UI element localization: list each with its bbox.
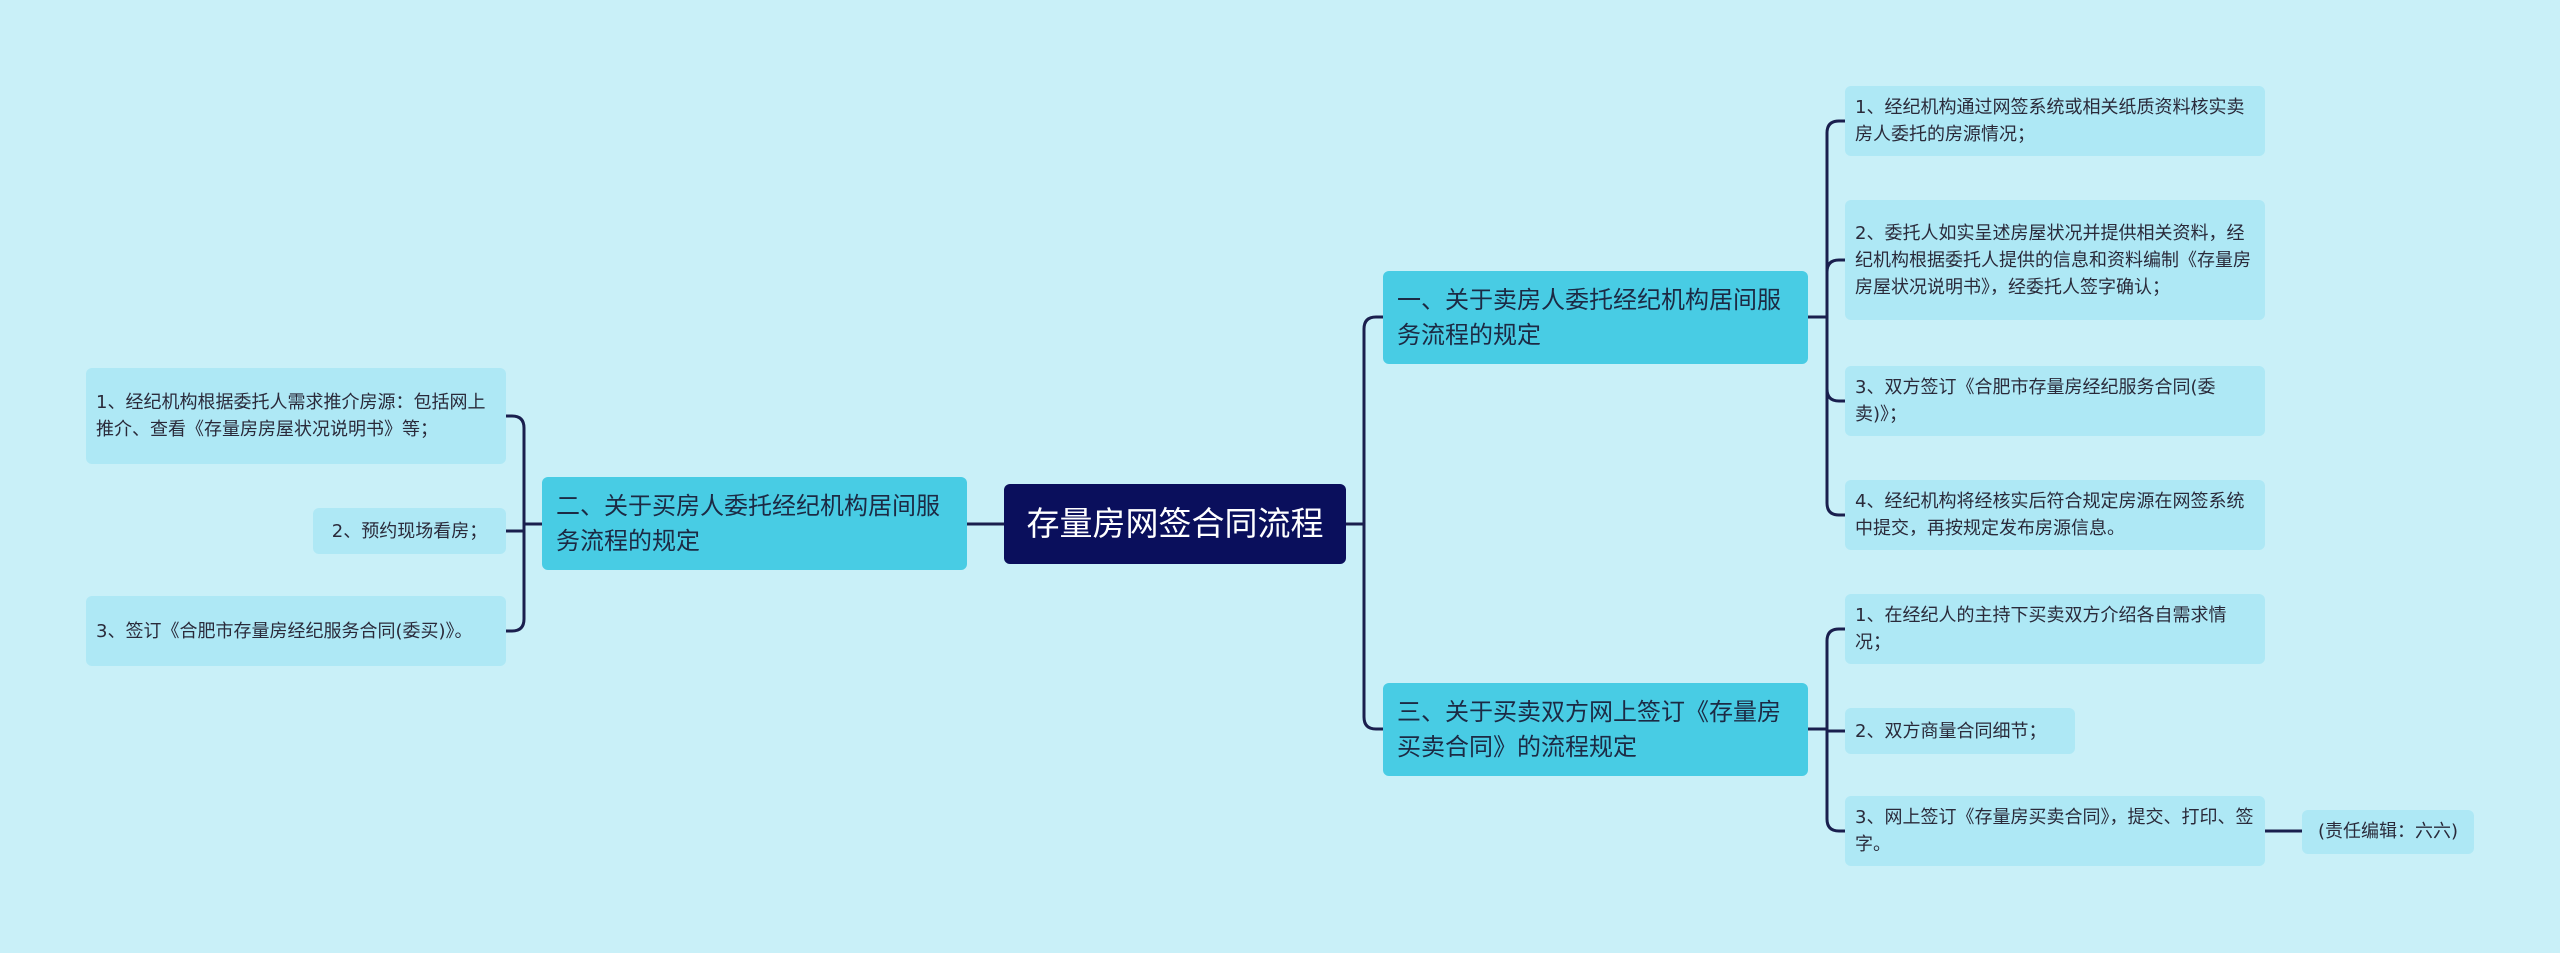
branch-label: 三、关于买卖双方网上签订《存量房买卖合同》的流程规定	[1397, 697, 1781, 761]
branch-buyer-commission[interactable]: 二、关于买房人委托经纪机构居间服务流程的规定	[542, 477, 967, 570]
leaf-label: 4、经纪机构将经核实后符合规定房源在网签系统中提交，再按规定发布房源信息。	[1855, 491, 2245, 539]
leaf-seller-step-2[interactable]: 2、委托人如实呈述房屋状况并提供相关资料，经纪机构根据委托人提供的信息和资料编制…	[1845, 200, 2265, 320]
root-right-link-0	[1362, 315, 1385, 526]
leaf-label: 3、双方签订《合肥市存量房经纪服务合同(委卖)》；	[1855, 377, 2216, 425]
leaf-label: 3、签订《合肥市存量房经纪服务合同(委买)》。	[96, 620, 473, 642]
leaf-contract-step-3[interactable]: 3、网上签订《存量房买卖合同》，提交、打印、签字。	[1845, 796, 2265, 866]
branch3-link-1	[1825, 727, 1847, 733]
branch2-link-2	[504, 522, 526, 633]
editor-note-label: (责任编辑：六六)	[2317, 820, 2459, 842]
leaf-contract-step-1[interactable]: 1、在经纪人的主持下买卖双方介绍各自需求情况；	[1845, 594, 2265, 664]
leaf-seller-step-1[interactable]: 1、经纪机构通过网签系统或相关纸质资料核实卖房人委托的房源情况；	[1845, 86, 2265, 156]
branch1-link-3	[1825, 315, 1847, 517]
root-topic-label: 存量房网签合同流程	[1026, 504, 1324, 544]
leaf-label: 1、经纪机构通过网签系统或相关纸质资料核实卖房人委托的房源情况；	[1855, 97, 2245, 145]
branch1-link-0	[1825, 119, 1847, 319]
branch-online-contract[interactable]: 三、关于买卖双方网上签订《存量房买卖合同》的流程规定	[1383, 683, 1808, 776]
leaf-seller-step-4[interactable]: 4、经纪机构将经核实后符合规定房源在网签系统中提交，再按规定发布房源信息。	[1845, 480, 2265, 550]
root-right-link-1	[1362, 522, 1385, 731]
leaf-buyer-step-3[interactable]: 3、签订《合肥市存量房经纪服务合同(委买)》。	[86, 596, 506, 666]
branch2-link-1	[504, 522, 526, 533]
branch3-link-0	[1825, 627, 1847, 731]
leaf-label: 1、经纪机构根据委托人需求推介房源：包括网上推介、查看《存量房房屋状况说明书》等…	[96, 392, 486, 440]
branch3-link-2	[1825, 727, 1847, 833]
leaf-buyer-step-2[interactable]: 2、预约现场看房；	[313, 508, 506, 554]
leaf-label: 2、双方商量合同细节；	[1855, 720, 2047, 742]
branch-label: 二、关于买房人委托经纪机构居间服务流程的规定	[556, 491, 940, 555]
leaf-label: 1、在经纪人的主持下买卖双方介绍各自需求情况；	[1855, 605, 2227, 653]
leaf-label: 3、网上签订《存量房买卖合同》，提交、打印、签字。	[1855, 807, 2254, 855]
leaf-contract-step-2[interactable]: 2、双方商量合同细节；	[1845, 708, 2075, 754]
root-topic[interactable]: 存量房网签合同流程	[1004, 484, 1346, 564]
leaf-seller-step-3[interactable]: 3、双方签订《合肥市存量房经纪服务合同(委卖)》；	[1845, 366, 2265, 436]
leaf-buyer-step-1[interactable]: 1、经纪机构根据委托人需求推介房源：包括网上推介、查看《存量房房屋状况说明书》等…	[86, 368, 506, 464]
editor-note: (责任编辑：六六)	[2302, 810, 2474, 854]
branch-seller-commission[interactable]: 一、关于卖房人委托经纪机构居间服务流程的规定	[1383, 271, 1808, 364]
leaf-label: 2、预约现场看房；	[331, 520, 488, 542]
branch2-link-0	[504, 414, 526, 526]
branch1-link-2	[1825, 315, 1847, 403]
branch-label: 一、关于卖房人委托经纪机构居间服务流程的规定	[1397, 285, 1781, 349]
leaf-label: 2、委托人如实呈述房屋状况并提供相关资料，经纪机构根据委托人提供的信息和资料编制…	[1855, 222, 2251, 298]
branch1-link-1	[1825, 258, 1847, 319]
